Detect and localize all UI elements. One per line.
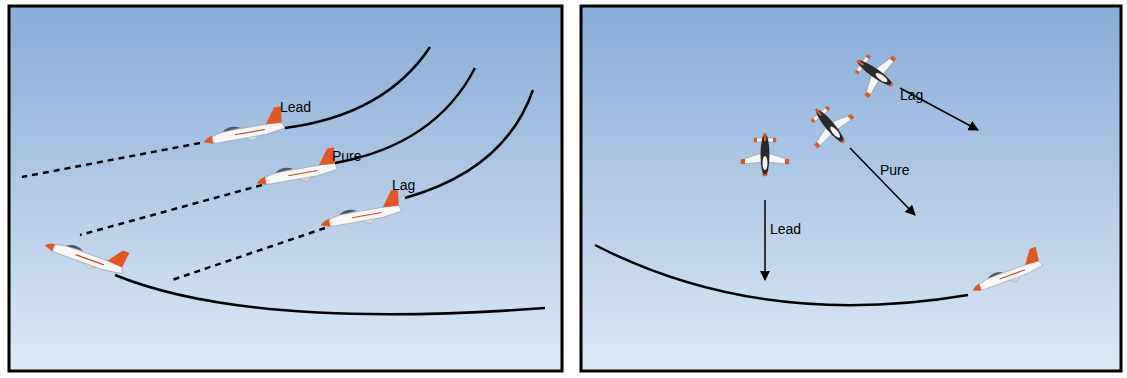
curve-label: Pure (332, 149, 362, 163)
aim-line (22, 143, 200, 177)
attacker-jet (42, 225, 129, 280)
right-panel (581, 6, 1121, 371)
bandit-jet (253, 147, 339, 190)
bandit-jet (200, 106, 286, 149)
bandit-jet (966, 247, 1044, 297)
curve-label: Lead (280, 100, 311, 114)
left-panel (9, 6, 562, 371)
direction-arrow (900, 88, 978, 130)
attacker-jet (843, 41, 906, 105)
attacker-jet (797, 94, 862, 158)
bandit-path (285, 47, 430, 128)
bandit-path (595, 245, 968, 305)
curve-label: Lag (392, 178, 415, 192)
attacker-path (115, 275, 545, 314)
curve-label: Pure (880, 163, 910, 177)
bandit-jet (317, 189, 403, 232)
aim-line (80, 185, 262, 235)
attacker-jet (741, 133, 789, 177)
bandit-path (405, 90, 533, 198)
direction-arrow (764, 200, 766, 280)
direction-arrow (850, 148, 915, 215)
curve-label: Lag (900, 88, 923, 102)
aim-line (172, 228, 325, 280)
curve-label: Lead (770, 222, 801, 236)
